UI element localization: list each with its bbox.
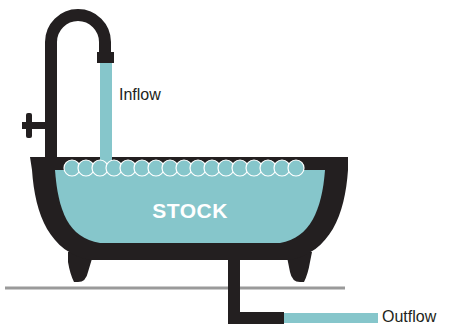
foam-bubble <box>78 160 94 176</box>
foam-bubble <box>218 160 234 176</box>
faucet-pipe <box>51 15 105 158</box>
foam-bubble <box>162 160 178 176</box>
flow-label: Outflow <box>382 308 436 326</box>
foam-bubble <box>64 160 80 176</box>
foam-bubble <box>246 160 262 176</box>
foam-bubble <box>176 160 192 176</box>
foam-bubble <box>148 160 164 176</box>
water-stock: STOCK <box>55 170 325 243</box>
water-fill <box>55 170 325 243</box>
foam-bubble <box>260 160 276 176</box>
tub-body <box>30 157 348 260</box>
foam-bubbles <box>64 160 304 176</box>
foam-bubble <box>274 160 290 176</box>
foam-bubble <box>120 160 136 176</box>
drain-pipe <box>228 312 284 324</box>
foam-bubble <box>134 160 150 176</box>
floor-line <box>5 287 345 290</box>
inflow-stream <box>100 63 112 173</box>
foam-bubble <box>92 160 108 176</box>
stock-label: STOCK <box>152 199 228 223</box>
foam-bubble <box>232 160 248 176</box>
foam-bubble <box>204 160 220 176</box>
outflow-stream <box>284 313 378 323</box>
faucet-spout <box>97 52 114 63</box>
foam-bubble <box>288 160 304 176</box>
foam-bubble <box>190 160 206 176</box>
faucet-handle <box>26 113 32 138</box>
foam-bubble <box>106 160 122 176</box>
flow-label: Inflow <box>119 86 161 104</box>
